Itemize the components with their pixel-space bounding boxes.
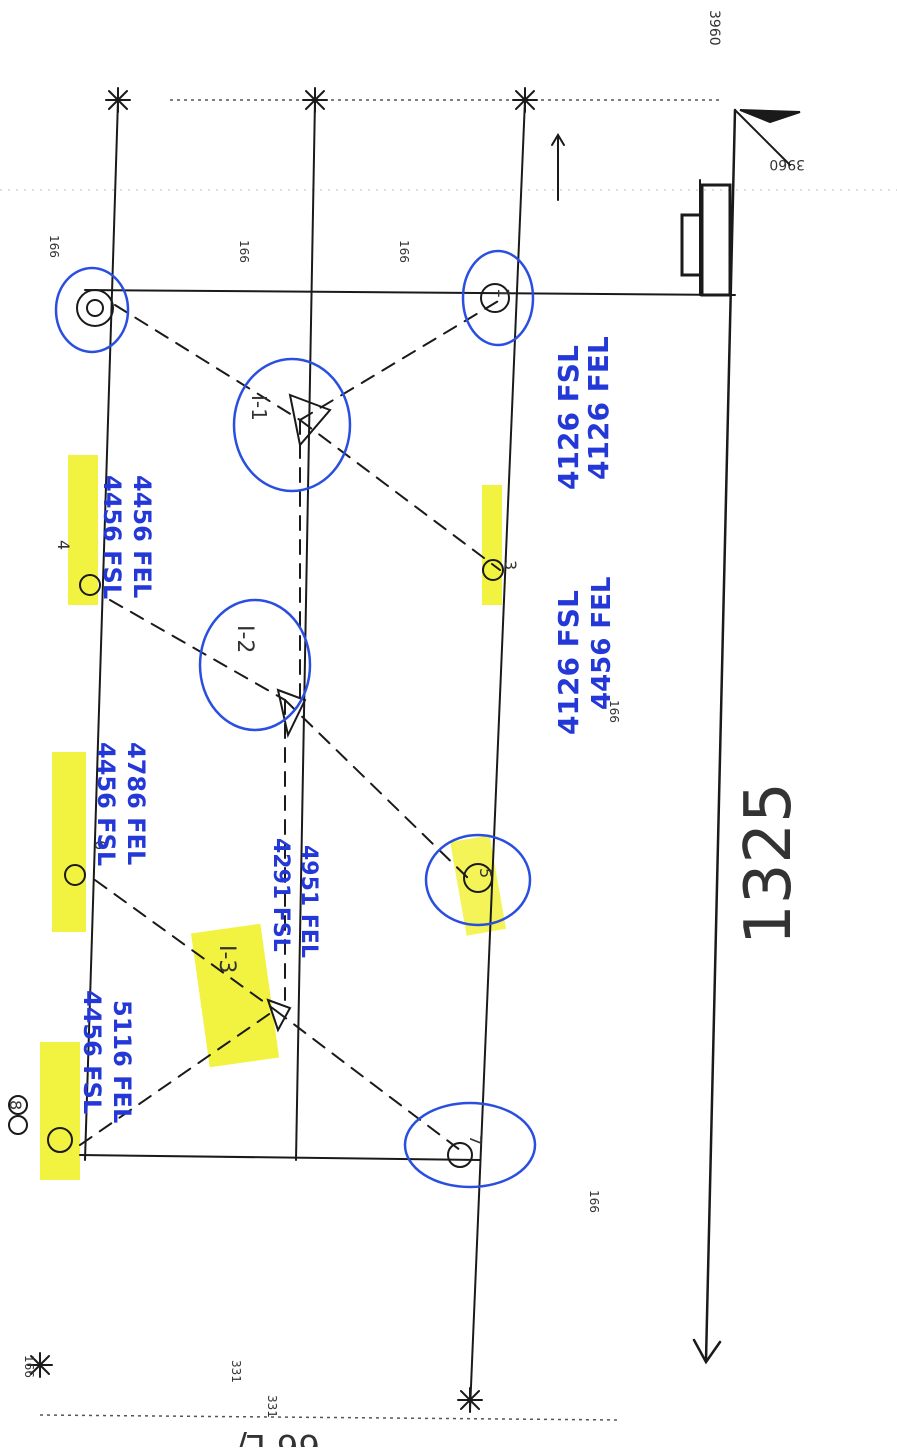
well1-line2: 4126 FEL bbox=[582, 336, 615, 480]
footage-labels: 4456 FSL 4456 FEL 4456 FSL 4786 FEL 4456… bbox=[78, 336, 617, 1123]
lease-frame bbox=[79, 99, 736, 1411]
highlight-well-8 bbox=[40, 1042, 80, 1180]
north-arrow bbox=[551, 109, 801, 201]
well-number-7: 7 bbox=[466, 1135, 485, 1145]
well-labels-rotated: I-1 I-2 I-3 4 6 8 3 1 5 7 bbox=[6, 288, 520, 1145]
well1-line1: 4126 FSL bbox=[552, 345, 585, 490]
spacing-4: 166 bbox=[607, 700, 621, 723]
ref-331: 331 bbox=[265, 1395, 279, 1418]
pattern-lines bbox=[79, 299, 501, 1151]
well8-fel: 5116 FEL bbox=[108, 1000, 136, 1123]
well-markers bbox=[8, 283, 510, 1168]
corner-markers bbox=[27, 87, 538, 1413]
dotted-line-right bbox=[39, 1414, 621, 1421]
well3-line1: 4126 FSL bbox=[552, 590, 585, 735]
well6-fel: 4786 FEL bbox=[122, 742, 150, 865]
highlight-well-6 bbox=[52, 752, 86, 932]
injector-label-i1: I-1 bbox=[247, 395, 271, 421]
top-right-label: 3960 bbox=[769, 156, 805, 172]
well3-line2: 4456 FEL bbox=[587, 576, 617, 710]
well-number-3: 3 bbox=[501, 560, 520, 570]
spacing-1: 166 bbox=[47, 235, 61, 258]
spacing-7: 331 bbox=[229, 1360, 243, 1383]
building-sketch bbox=[680, 183, 732, 297]
dimension-arrow bbox=[692, 108, 737, 1365]
injector-fsl: 4291 FSL bbox=[268, 838, 293, 952]
well-number-5: 5 bbox=[476, 868, 495, 878]
spacing-3: 166 bbox=[397, 240, 411, 263]
highlight-well-4 bbox=[68, 455, 98, 605]
well4-fsl: 4456 FSL bbox=[98, 475, 126, 599]
dimension-1325: 1325 bbox=[732, 782, 806, 945]
blue-circles bbox=[54, 249, 537, 1189]
injector-fel: 4951 FEL bbox=[296, 845, 321, 958]
injector-label-i3: I-3 bbox=[214, 945, 239, 973]
well-number-6: 6 bbox=[91, 840, 110, 850]
well6-fsl: 4456 FSL bbox=[92, 742, 120, 866]
top-left-label: 3960 bbox=[706, 10, 722, 46]
well4-fel: 4456 FEL bbox=[128, 475, 156, 598]
well-number-8: 8 bbox=[6, 1100, 25, 1110]
highlight-well-5 bbox=[450, 835, 507, 936]
spacing-6: 166 bbox=[22, 1355, 36, 1378]
bottom-note: 66 L/ bbox=[235, 1426, 320, 1447]
well-number-1: 1 bbox=[494, 288, 513, 298]
injector-label-i2: I-2 bbox=[232, 625, 257, 653]
highlight-well-3 bbox=[482, 485, 502, 605]
dimension-labels: 3960 3960 166 166 166 166 166 166 331 13… bbox=[22, 10, 806, 1451]
spacing-2: 166 bbox=[237, 240, 251, 263]
well8-fsl: 4456 FSL bbox=[78, 990, 106, 1114]
spacing-5: 166 bbox=[587, 1190, 601, 1213]
well-number-4: 4 bbox=[54, 540, 73, 550]
highlight-i3 bbox=[191, 923, 280, 1068]
